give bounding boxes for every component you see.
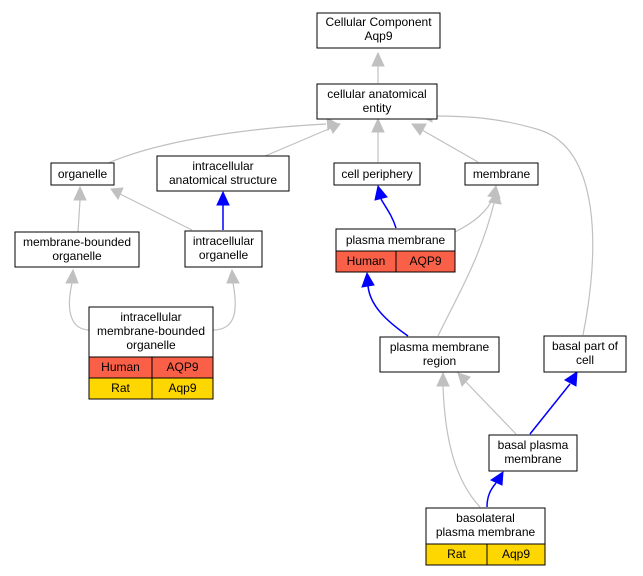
edge-bpm-to-pmr [465, 381, 517, 435]
edge-arrowhead [488, 189, 502, 205]
nodes: Cellular Component Aqp9 cellular anatomi… [14, 12, 627, 566]
edge-pmr-to-pm [367, 285, 409, 337]
node-label-line: plasma membrane [390, 340, 490, 354]
edge-arrowhead [371, 117, 385, 133]
edge-membrane-to-cae [421, 129, 479, 163]
node-membrane-bounded-organelle[interactable]: membrane-bounded organelle [14, 231, 140, 268]
edge-ias-to-cae [264, 127, 332, 157]
node-label-line: organelle [126, 338, 176, 352]
edge-arrowhead [371, 51, 385, 67]
edge-arrowhead [65, 268, 79, 284]
annotation-gene-cell [486, 543, 546, 566]
annotation-species: Human [347, 254, 386, 268]
node-plasma-membrane[interactable]: plasma membrane Human AQP9 [335, 228, 456, 273]
node-intracellular-membrane-bounded-organelle[interactable]: intracellular membrane-bounded organelle… [88, 306, 214, 400]
edge-bpc-to-cae [431, 115, 594, 336]
node-label-line: organelle [58, 167, 108, 181]
annotation-gene: Aqp9 [168, 381, 196, 395]
edge-pmr-to-membrane [437, 202, 495, 337]
node-label-line: basolateral [456, 511, 515, 525]
annotation-species: Rat [111, 381, 130, 395]
edge-imbo-to-io [212, 282, 236, 331]
node-label-line: membrane [473, 167, 531, 181]
edge-blpm-to-pmr [442, 385, 481, 508]
node-organelle[interactable]: organelle [50, 162, 115, 186]
node-label-line: Cellular Component [325, 15, 432, 29]
edges [65, 51, 594, 508]
node-cell-periphery[interactable]: cell periphery [333, 162, 421, 186]
edge-io-to-organelle [119, 193, 193, 231]
node-intracellular-anatomical-structure[interactable]: intracellular anatomical structure [156, 155, 290, 192]
node-label-line: basal plasma [498, 438, 569, 452]
edge-arrowhead [73, 185, 87, 201]
node-intracellular-organelle[interactable]: intracellular organelle [184, 230, 263, 268]
edge-arrowhead [411, 123, 427, 136]
edge-pm-to-cp [380, 198, 397, 229]
node-label-line: cellular anatomical [327, 87, 426, 101]
node-label-line: cell [576, 353, 594, 367]
edge-mbo-to-organelle [77, 199, 81, 233]
edge-blpm-to-bpm [486, 482, 497, 508]
node-label-line: organelle [199, 248, 249, 262]
node-cellular-component[interactable]: Cellular Component Aqp9 [316, 12, 441, 49]
edge-arrowhead [361, 271, 375, 288]
edge-arrowhead [374, 184, 388, 201]
node-label-line: plasma membrane [346, 233, 446, 247]
annotation-gene: AQP9 [166, 360, 198, 374]
node-label-line: entity [363, 101, 392, 115]
node-basolateral-plasma-membrane[interactable]: basolateral plasma membrane Rat Aqp9 [425, 507, 546, 566]
node-label-line: membrane-bounded [97, 324, 205, 338]
annotation-species: Rat [447, 547, 466, 561]
node-membrane[interactable]: membrane [464, 162, 539, 186]
node-label-line: basal part of [552, 339, 619, 353]
node-label-line: region [423, 354, 456, 368]
edge-arrowhead [457, 372, 471, 387]
annotation-gene-cell [395, 250, 456, 273]
edge-bpm-to-bpc [529, 383, 571, 435]
node-label-line: Aqp9 [364, 29, 392, 43]
annotation-species: Human [101, 360, 140, 374]
node-label-line: intracellular [120, 310, 181, 324]
node-label-line: organelle [52, 249, 102, 263]
node-label-line: intracellular [192, 159, 253, 173]
node-label-line: plasma membrane [436, 525, 536, 539]
node-basal-plasma-membrane[interactable]: basal plasma membrane [488, 434, 578, 472]
node-plasma-membrane-region[interactable]: plasma membrane region [379, 336, 500, 373]
node-label-line: intracellular [193, 234, 254, 248]
annotation-gene: AQP9 [409, 254, 441, 268]
node-label-line: membrane-bounded [23, 235, 131, 249]
edge-imbo-to-mbo [68, 282, 91, 331]
node-label-line: membrane [504, 452, 562, 466]
edge-arrowhead [110, 187, 124, 201]
edge-arrowhead [327, 121, 341, 134]
edge-arrowhead [436, 371, 450, 387]
node-cellular-anatomical-entity[interactable]: cellular anatomical entity [316, 83, 438, 120]
node-label-line: cell periphery [341, 167, 412, 181]
edge-organelle-to-cae [105, 123, 327, 165]
node-label-line: anatomical structure [169, 173, 277, 187]
edge-arrowhead [564, 371, 578, 387]
edge-arrowhead [226, 268, 240, 284]
edge-arrowhead [489, 471, 504, 486]
node-basal-part-of-cell[interactable]: basal part of cell [543, 335, 627, 373]
edge-arrowhead [216, 190, 230, 206]
annotation-gene-cell [151, 377, 214, 400]
annotation-gene: Aqp9 [502, 547, 530, 561]
